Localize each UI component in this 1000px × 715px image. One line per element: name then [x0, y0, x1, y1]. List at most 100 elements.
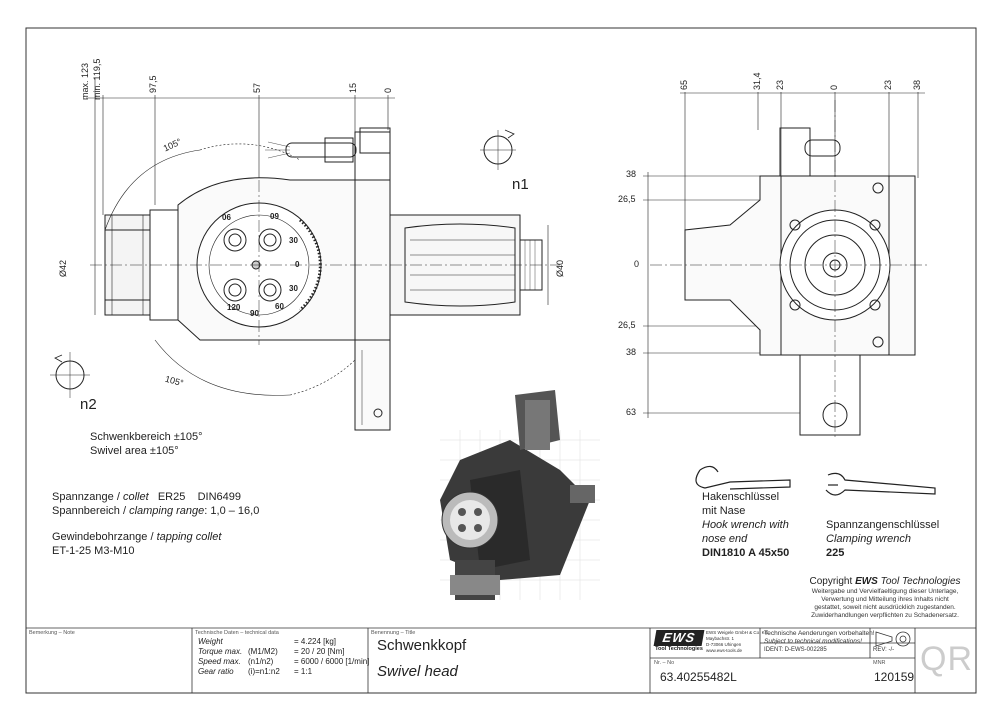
- tech-row-val: = 20 / 20 [Nm]: [294, 647, 345, 656]
- swivel-note: Schwenkbereich ±105° Swivel area ±105°: [90, 430, 203, 458]
- company-line: D-73066 Uhingen: [706, 642, 742, 647]
- copyright-prefix: Copyright: [809, 576, 853, 587]
- company-line: www.ews-tools.de: [706, 648, 743, 653]
- range-val: : 1,0 – 16,0: [204, 505, 260, 517]
- dial-label: 06: [222, 213, 231, 222]
- clamp-en: Clamping wrench: [826, 533, 911, 545]
- copyright-block: Copyright EWS Tool Technologies Weiterga…: [800, 576, 970, 620]
- dim-0-left: 0: [383, 87, 393, 93]
- dim-top: 38: [912, 79, 922, 90]
- clamping-wrench-drawing: [825, 472, 936, 496]
- dia42-label: Ø42: [58, 259, 68, 277]
- dim-top: 23: [883, 79, 893, 90]
- projection-symbol: [875, 631, 911, 647]
- tech-row-sym: (n1/n2): [248, 657, 274, 666]
- dial-label: 60: [275, 302, 284, 311]
- front-view-drawing: [643, 92, 930, 440]
- company-address: EWS Weigele GmbH & Co. KG Maybachstr. 1 …: [706, 630, 768, 654]
- hook-en2: nose end: [702, 533, 748, 545]
- dim-max123: max. 123: [80, 62, 90, 100]
- dim-15: 15: [348, 82, 358, 93]
- tech-row-label: Gear ratio: [198, 667, 234, 676]
- rotation-n2-label: n2: [80, 396, 97, 413]
- collet-type: ER25: [157, 491, 186, 503]
- dial-label: 30: [289, 236, 298, 245]
- company-line: Maybachstr. 1: [706, 636, 735, 641]
- tech-row-label: Speed max.: [198, 657, 241, 666]
- dim-975: 97,5: [148, 75, 158, 93]
- dim-57: 57: [252, 82, 262, 93]
- collet-de: Spannzange /: [52, 491, 120, 503]
- tech-row: Torque max. (M1/M2) = 20 / 20 [Nm]: [198, 647, 369, 657]
- title-de: Schwenkkopf: [377, 637, 467, 654]
- nr-label: Nr. – No: [654, 660, 675, 666]
- tap-en: tapping collet: [156, 531, 222, 543]
- ews-logo: EWS Tool Technologies: [653, 630, 705, 654]
- dim-top: 0: [829, 84, 839, 90]
- title-block-frame: [26, 627, 976, 693]
- clamp-de: Spannzangenschlüssel: [826, 519, 940, 531]
- tech-row-label: Weight: [198, 637, 223, 646]
- note-label: Bemerkung – Note: [29, 630, 75, 636]
- tech-row-val: = 6000 / 6000 [1/min]: [294, 657, 370, 666]
- swivel-de: Schwenkbereich ±105°: [90, 431, 203, 443]
- dim-left: 26,5: [618, 320, 636, 330]
- part-number: 63.40255482L: [660, 670, 737, 684]
- tech-row-val: = 4.224 [kg]: [294, 637, 337, 646]
- dia40-label: Ø40: [555, 259, 565, 277]
- mnr-label: MNR: [873, 660, 886, 666]
- change-line-de: Technische Aenderungen vorbehalten!: [764, 630, 875, 637]
- change-line-en: Subject to technical modifications!: [764, 637, 862, 645]
- copyright-suffix: Tool Technologies: [880, 576, 961, 587]
- tech-row-val: = 1:1: [294, 667, 313, 676]
- collet-norm: DIN6499: [197, 491, 241, 503]
- rev-field: REV: -/-: [873, 647, 895, 653]
- tech-row-sym: (i)=n1:n2: [248, 667, 280, 676]
- title-label: Benennung – Title: [371, 630, 416, 636]
- dial-label: 120: [227, 303, 241, 312]
- dim-left: 0: [634, 259, 640, 269]
- title-en: Swivel head: [377, 663, 458, 680]
- ews-logo-sub: Tool Technologies: [655, 646, 703, 652]
- iso-render-image: [440, 390, 600, 600]
- tap-de: Gewindebohrzange /: [52, 531, 154, 543]
- dial-label: 30: [289, 284, 298, 293]
- copyright-line: Verwertung und Mitteilung ihres Inhalts …: [821, 596, 949, 603]
- copyright-line: Weitergabe und Vervielfaeltigung dieser …: [811, 588, 959, 595]
- copyright-line: Zuwiderhandlungen verpflichten zu Schade…: [811, 612, 959, 619]
- dim-left: 38: [626, 347, 637, 357]
- hook-wrench-drawing: [695, 465, 791, 490]
- hook-spec: DIN1810 A 45x50: [702, 547, 790, 559]
- dim-left: 63: [626, 407, 637, 417]
- tech-data-label: Technische Daten – technical data: [195, 630, 279, 636]
- hook-en1: Hook wrench with: [702, 519, 789, 531]
- hook-de1: Hakenschlüssel: [702, 491, 780, 503]
- ident-field: IDENT: D-EWS-002285: [764, 647, 827, 653]
- dial-label: 09: [270, 212, 279, 221]
- dim-left: 26,5: [618, 194, 636, 204]
- company-line: EWS Weigele GmbH & Co. KG: [706, 630, 769, 635]
- tech-row-sym: (M1/M2): [248, 647, 278, 656]
- tap-val: ET-1-25 M3-M10: [52, 545, 135, 557]
- ews-logo-text: EWS: [653, 630, 705, 646]
- tech-row: Speed max. (n1/n2) = 6000 / 6000 [1/min]: [198, 657, 369, 667]
- tech-row-label: Torque max.: [198, 647, 243, 656]
- tech-data-table: Weight = 4.224 [kg] Torque max. (M1/M2) = 2…: [198, 637, 369, 677]
- tech-row: Weight = 4.224 [kg]: [198, 637, 369, 647]
- dim-left: 38: [626, 169, 637, 179]
- copyright-brand: EWS: [855, 576, 878, 587]
- change-note: Technische Aenderungen vorbehalten! Subj…: [764, 630, 875, 645]
- side-view-drawing: [50, 78, 560, 431]
- clamp-spec: 225: [826, 547, 845, 559]
- hook-wrench-note: Hakenschlüssel mit Nase Hook wrench with…: [702, 490, 789, 560]
- swivel-en: Swivel area ±105°: [90, 445, 179, 457]
- dial-label: 90: [250, 309, 259, 318]
- tech-row: Gear ratio (i)=n1:n2 = 1:1: [198, 667, 369, 677]
- dim-top: 23: [775, 79, 785, 90]
- dim-top: 65: [679, 79, 689, 90]
- collet-en: collet: [122, 491, 149, 503]
- range-en: clamping range: [129, 505, 205, 517]
- mnr-number: 120159: [874, 670, 915, 684]
